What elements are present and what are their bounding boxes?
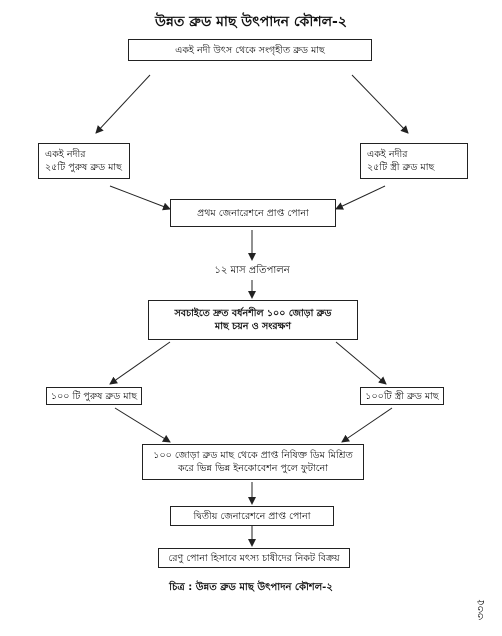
- node-mixing-label: ১০০ জোড়া ব্রুড মাছ থেকে প্রাপ্ত নিষিক্ত…: [153, 450, 353, 474]
- label-rearing: ১২ মাস প্রতিপালন: [172, 263, 332, 280]
- arrow-female25-to-firstgen: [335, 185, 386, 210]
- node-female-25-label: একই নদীর ২৫টি স্ত্রী ব্রুড মাছ: [367, 149, 435, 173]
- node-source-label: একই নদী উৎস থেকে সংগৃহীত ব্রুড মাছ: [175, 44, 325, 56]
- diagram-title: উন্নত ব্রুড মাছ উৎপাদন কৌশল-২: [155, 14, 347, 30]
- label-rearing-text: ১২ মাস প্রতিপালন: [214, 265, 290, 276]
- page-number: ৩৩৫: [473, 598, 487, 621]
- arrow-source-to-male25: [95, 74, 151, 134]
- node-female-100-label: ১০০টি স্ত্রী ব্রুড মাছ: [365, 390, 439, 402]
- node-female-25: একই নদীর ২৫টি স্ত্রী ব্রুড মাছ: [360, 143, 468, 179]
- node-mixing: ১০০ জোড়া ব্রুড মাছ থেকে প্রাপ্ত নিষিক্ত…: [142, 444, 364, 480]
- node-male-25-label: একই নদীর ২৫টি পুরুষ ব্রুড মাছ: [45, 149, 122, 173]
- arrow-selection-to-female100: [335, 341, 387, 385]
- node-selection-label: সবচাইতে দ্রুত বর্ধনশীল ১০০ জোড়া ব্রুড ম…: [174, 308, 332, 332]
- node-sale-label: রেণু পোনা হিসাবে মৎস্য চাষীদের নিকট বিক্…: [168, 552, 340, 564]
- arrow-male100-to-mixing: [114, 407, 171, 443]
- arrow-source-to-female25: [351, 74, 409, 134]
- node-sale: রেণু পোনা হিসাবে মৎস্য চাষীদের নিকট বিক্…: [158, 548, 350, 568]
- node-first-generation-label: প্রথম জেনারেশনে প্রাপ্ত পোনা: [197, 207, 309, 219]
- node-source: একই নদী উৎস থেকে সংগৃহীত ব্রুড মাছ: [128, 39, 372, 61]
- arrow-male25-to-firstgen: [109, 185, 171, 211]
- node-first-generation: প্রথম জেনারেশনে প্রাপ্ত পোনা: [170, 199, 336, 227]
- node-male-100: ১০০ টি পুরুষ ব্রুড মাছ: [46, 387, 142, 405]
- node-female-100: ১০০টি স্ত্রী ব্রুড মাছ: [360, 387, 444, 405]
- node-second-generation: দ্বিতীয় জেনারেশনে প্রাপ্ত পোনা: [170, 506, 334, 526]
- node-second-generation-label: দ্বিতীয় জেনারেশনে প্রাপ্ত পোনা: [193, 510, 311, 522]
- node-male-25: একই নদীর ২৫টি পুরুষ ব্রুড মাছ: [38, 143, 130, 179]
- figure-caption: চিত্র : উন্নত ব্রুড মাছ উৎপাদন কৌশল-২: [169, 582, 333, 593]
- arrow-female100-to-mixing: [341, 407, 393, 443]
- arrow-selection-to-male100: [109, 341, 171, 385]
- node-male-100-label: ১০০ টি পুরুষ ব্রুড মাছ: [50, 390, 138, 402]
- node-selection: সবচাইতে দ্রুত বর্ধনশীল ১০০ জোড়া ব্রুড ম…: [148, 300, 358, 340]
